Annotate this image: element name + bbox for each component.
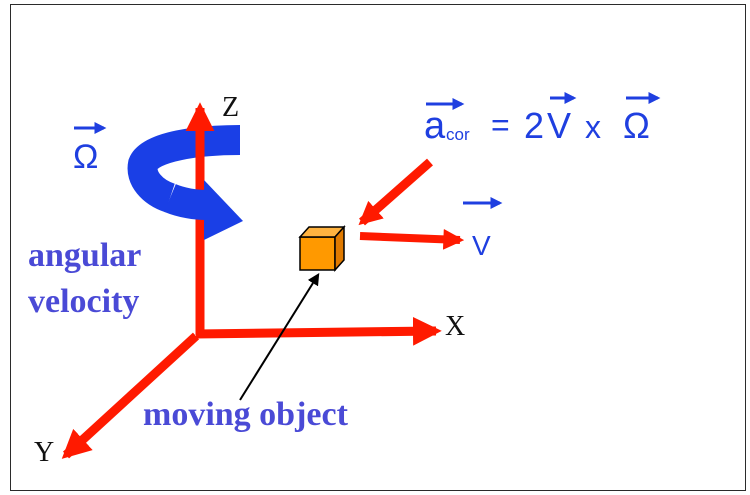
formula-times: x: [585, 109, 601, 145]
coriolis-formula: a cor = 2 V x Ω: [424, 105, 650, 147]
angular-velocity-label-line2: velocity: [28, 283, 139, 320]
formula-omega: Ω: [623, 105, 650, 146]
moving-object-cube: [298, 225, 346, 272]
angular-velocity-label-line1: angular: [28, 237, 141, 274]
formula-coefficient: 2: [524, 105, 544, 146]
x-axis-label: X: [445, 311, 465, 342]
formula-velocity: V: [547, 105, 571, 146]
formula-equals: =: [491, 107, 510, 143]
omega-symbol: Ω: [73, 138, 98, 176]
y-axis: [61, 332, 200, 459]
moving-object-label: moving object: [143, 396, 349, 433]
formula-subscript: cor: [446, 125, 470, 144]
rotation-arrow-back: [127, 125, 241, 213]
rotation-arrow-front: [164, 180, 243, 240]
velocity-symbol: V: [472, 230, 491, 261]
coriolis-arrow: [358, 158, 433, 226]
z-axis-label: Z: [222, 92, 239, 123]
formula-acceleration: a: [424, 105, 446, 147]
velocity-arrow: [359, 228, 465, 250]
slide-border: [10, 4, 746, 491]
y-axis-label: Y: [34, 437, 54, 468]
object-pointer-arrow: [239, 272, 320, 401]
x-axis: [195, 316, 442, 346]
